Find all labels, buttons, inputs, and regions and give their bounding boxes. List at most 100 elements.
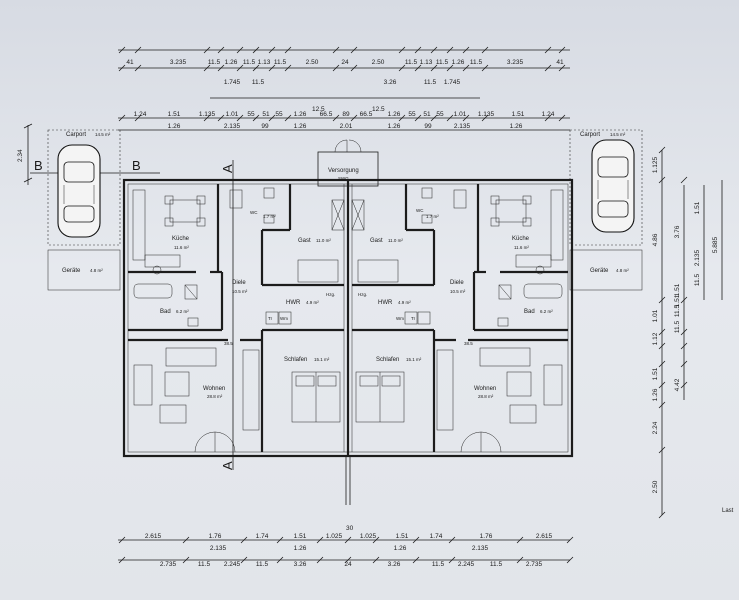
room-area: 28.8 m² bbox=[478, 394, 494, 399]
dim-label: 1.51 bbox=[694, 201, 701, 214]
bottom-dimension-lines bbox=[118, 536, 574, 564]
room-label: Hzg. bbox=[358, 292, 367, 297]
dim-label: 1.01 bbox=[652, 309, 659, 322]
dim-label: 66.5 bbox=[360, 111, 373, 118]
car-icon bbox=[591, 139, 635, 233]
dim-label: 1.135 bbox=[199, 111, 216, 118]
room-label: Diele bbox=[232, 280, 246, 286]
dim-label: 3.235 bbox=[170, 59, 187, 66]
room-label: Versorgung bbox=[328, 168, 359, 174]
dim-label: 30 bbox=[346, 525, 354, 532]
dim-label: 1.01 bbox=[226, 111, 239, 118]
dim-label: 3.76 bbox=[674, 225, 681, 238]
room-label: Wohnen bbox=[203, 386, 225, 392]
dim-label: 2.01 bbox=[340, 123, 353, 130]
room-label: Wm bbox=[280, 316, 288, 321]
dim-label: 1.025 bbox=[326, 533, 343, 540]
dim-label: 1.26 bbox=[388, 111, 401, 118]
dim-label: 11.5 bbox=[252, 79, 265, 86]
dim-label: 1.26 bbox=[294, 545, 307, 552]
room-label: Wm bbox=[396, 316, 404, 321]
dim-label: 55 bbox=[247, 111, 255, 118]
building-walls bbox=[122, 178, 574, 505]
dim-label: 11.5 bbox=[424, 79, 437, 86]
dim-label: 1.025 bbox=[360, 533, 377, 540]
room-label: WC bbox=[416, 208, 424, 213]
dim-label: 1.745 bbox=[444, 79, 461, 86]
dim-label: 99 bbox=[261, 123, 269, 130]
dim-label: 11.5 bbox=[490, 561, 503, 568]
dim-label: 51 bbox=[423, 111, 431, 118]
dim-label: 24 bbox=[341, 59, 349, 66]
dim-label: 41 bbox=[556, 59, 564, 66]
dim-label: 11.5 bbox=[674, 321, 681, 334]
dim-label: 11.5 bbox=[208, 59, 221, 66]
right-unit-walls bbox=[352, 184, 568, 452]
dim-label: 1.76 bbox=[480, 533, 493, 540]
room-label: Wohnen bbox=[474, 386, 496, 392]
dim-label: 11.5 bbox=[432, 561, 445, 568]
room-sub: SWG bbox=[338, 176, 349, 181]
dim-label: 24 bbox=[344, 561, 352, 568]
room-area: 6.2 m² bbox=[540, 309, 553, 314]
dim-label: 1.26 bbox=[510, 123, 523, 130]
dim-label: 1.135 bbox=[478, 111, 495, 118]
dim-label: 41 bbox=[126, 59, 134, 66]
dim-label: 5.885 bbox=[712, 236, 719, 253]
right-unit-furniture bbox=[351, 187, 564, 453]
room-label: Gast bbox=[298, 238, 311, 244]
carport-right: Carport 14.5 m² bbox=[569, 129, 643, 246]
left-unit-walls bbox=[128, 184, 344, 452]
room-label: HWR bbox=[286, 300, 301, 306]
dim-label: 2.24 bbox=[652, 421, 659, 434]
room-label: Schlafen bbox=[376, 357, 399, 363]
room-label: Küche bbox=[512, 236, 530, 242]
dim-label: 1.26 bbox=[652, 388, 659, 401]
dim-label: 12.5 bbox=[372, 106, 385, 113]
dim-label: 11.5 bbox=[405, 59, 418, 66]
dim-label: 11.5 bbox=[198, 561, 211, 568]
top-dimension-row-2: 11.5 1.745 3.26 11.5 1.745 bbox=[224, 79, 461, 86]
top-dimension-lines bbox=[118, 46, 570, 131]
room-area: 11.0 m² bbox=[316, 238, 331, 243]
dim-label: 1.26 bbox=[388, 123, 401, 130]
dim-label: 99 bbox=[424, 123, 432, 130]
dim-label: 1.51 bbox=[396, 533, 409, 540]
room-area: 10.5 m² bbox=[232, 289, 248, 294]
dim-label: 11.5 bbox=[674, 305, 681, 318]
left-unit-furniture bbox=[132, 187, 345, 453]
dim-label: 1.51 bbox=[512, 111, 525, 118]
room-area: 6.2 m² bbox=[176, 309, 189, 314]
room-area: 15.1 m² bbox=[314, 357, 330, 362]
dim-label: 2.135 bbox=[210, 545, 227, 552]
dim-label: 11.5 bbox=[436, 59, 449, 66]
section-label-a-bottom: A bbox=[220, 461, 235, 470]
dim-label: 1.745 bbox=[224, 79, 241, 86]
dim-label: 1.26 bbox=[294, 111, 307, 118]
dim-label: 1.74 bbox=[430, 533, 443, 540]
edge-text: Last bbox=[722, 508, 734, 514]
room-label: Carport bbox=[66, 132, 86, 138]
dim-label: 1.51 bbox=[674, 283, 681, 296]
room-area: 4.9 m² bbox=[306, 300, 319, 305]
room-label: Geräte bbox=[62, 268, 81, 274]
dim-label: 2.50 bbox=[306, 59, 319, 66]
dim-label: 3.26 bbox=[294, 561, 307, 568]
dim-label: 1.26 bbox=[225, 59, 238, 66]
dim-label: 2.135 bbox=[454, 123, 471, 130]
dim-label: 11.5 bbox=[694, 274, 701, 287]
room-area: 4.8 m² bbox=[616, 268, 629, 273]
dim-label: 1.26 bbox=[294, 123, 307, 130]
dim-label: 89 bbox=[342, 111, 350, 118]
dim-label: 11.5 bbox=[470, 59, 483, 66]
dim-label: 3.26 bbox=[384, 79, 397, 86]
dim-label: 1.12 bbox=[652, 332, 659, 345]
room-label: Schlafen bbox=[284, 357, 307, 363]
dim-label: 2.135 bbox=[472, 545, 489, 552]
room-label: WC bbox=[250, 210, 258, 215]
